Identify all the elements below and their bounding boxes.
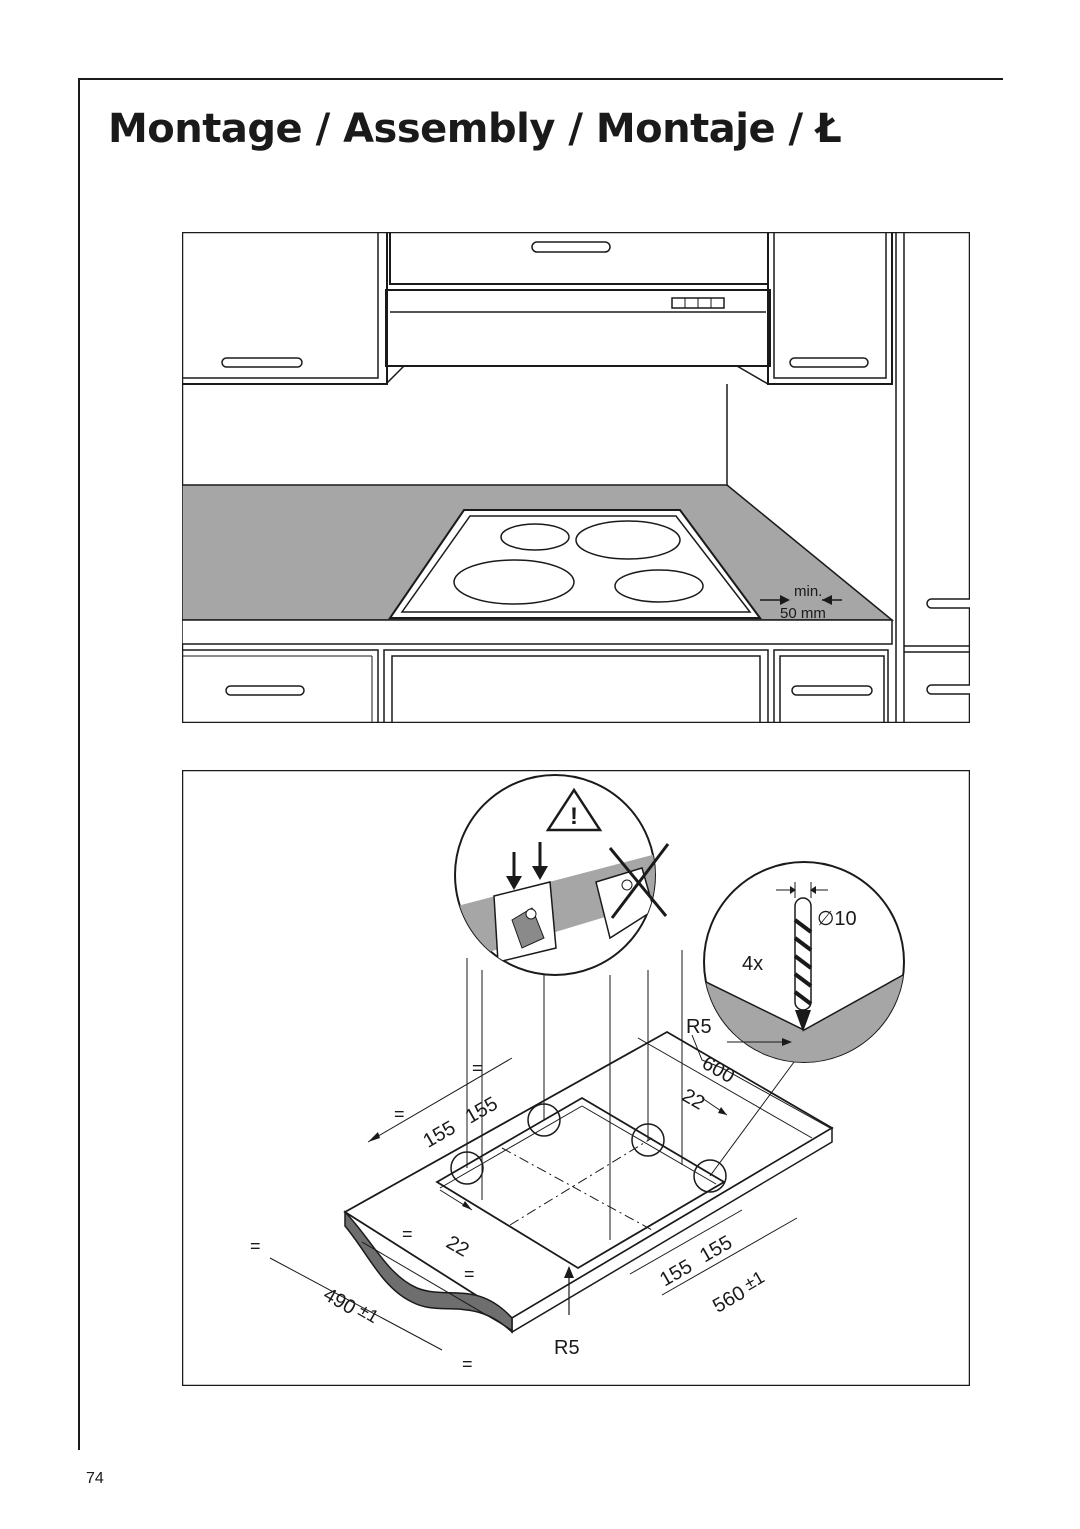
equal-mark: =	[250, 1236, 261, 1256]
kitchen-illustration: min. 50 mm	[182, 232, 970, 723]
equal-mark: =	[464, 1264, 475, 1284]
radius-bottom-label: R5	[554, 1337, 580, 1359]
radius-top-label: R5	[686, 1016, 712, 1038]
top-rule	[78, 78, 1003, 80]
mounting-diagram: ! ∅10 4x R5 R5 600 22 22 155 155 155 155…	[182, 770, 970, 1386]
drill-diameter-label: ∅10	[817, 908, 857, 930]
warning-icon: !	[545, 787, 603, 832]
left-rule	[78, 78, 80, 1450]
page-number: 74	[86, 1470, 104, 1487]
equal-mark: =	[402, 1224, 413, 1244]
min-label: min.	[794, 583, 822, 600]
count-label: 4x	[742, 953, 763, 975]
clearance-label: 50 mm	[780, 605, 826, 622]
cross-out-icon	[608, 843, 670, 919]
equal-mark: =	[394, 1104, 405, 1124]
page-title: Montage / Assembly / Montaje / Ł	[108, 106, 842, 152]
equal-mark: =	[462, 1354, 473, 1374]
svg-text:!: !	[570, 803, 578, 830]
equal-mark: =	[472, 1058, 483, 1078]
